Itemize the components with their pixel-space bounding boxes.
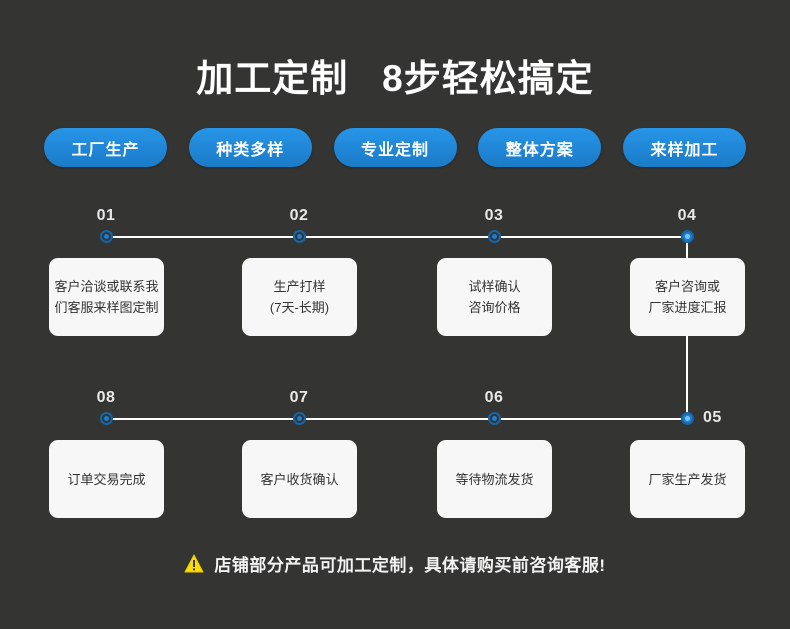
step-card-line-1: 客户收货确认	[260, 471, 339, 487]
pill-label: 来样加工	[650, 141, 719, 159]
pill-professional-customization[interactable]: 专业定制	[333, 128, 457, 167]
step-number: 02	[289, 207, 309, 224]
step-card[interactable]: 等待物流发货	[437, 440, 552, 518]
step-card-line-1: 等待物流发货	[455, 471, 534, 487]
pill-overall-solution[interactable]: 整体方案	[478, 128, 602, 167]
step-node-01[interactable]: 01 客户洽谈或联系我 们客服来样图定制	[26, 200, 186, 350]
step-dot-icon[interactable]	[293, 412, 306, 425]
step-number: 08	[96, 389, 116, 406]
step-card[interactable]: 厂家生产发货	[630, 440, 745, 518]
step-card-line-1: 客户咨询或	[654, 279, 720, 294]
step-number: 01	[96, 207, 116, 224]
step-node-04[interactable]: 04 客户咨询或 厂家进度汇报	[607, 200, 767, 350]
timeline-rail	[106, 418, 687, 420]
pill-label: 整体方案	[505, 141, 574, 159]
step-card-line-2: 咨询价格	[468, 300, 521, 315]
footer-note-text: 店铺部分产品可加工定制，具体请购买前咨询客服!	[214, 555, 606, 575]
warning-triangle-icon	[184, 554, 204, 572]
step-dot-icon[interactable]	[100, 230, 113, 243]
step-number: 04	[677, 207, 697, 224]
step-node-03[interactable]: 03 试样确认 咨询价格	[414, 200, 574, 350]
step-node-06[interactable]: 06 等待物流发货	[414, 382, 574, 532]
pill-sample-processing[interactable]: 来样加工	[623, 128, 746, 167]
timeline-row-1: 01 客户洽谈或联系我 们客服来样图定制 02 生产打样 (7天-长期) 03 …	[0, 200, 790, 350]
step-node-02[interactable]: 02 生产打样 (7天-长期)	[219, 200, 379, 350]
step-node-07[interactable]: 07 客户收货确认	[219, 382, 379, 532]
step-card-line-1: 试样确认	[468, 279, 521, 294]
footer-note: 店铺部分产品可加工定制，具体请购买前咨询客服!	[0, 548, 790, 578]
step-node-05[interactable]: 05 厂家生产发货	[607, 382, 767, 532]
pill-label: 专业定制	[360, 141, 429, 159]
page-title: 加工定制 8步轻松搞定	[196, 58, 594, 99]
step-dot-icon[interactable]	[681, 412, 694, 425]
step-card-line-2: 厂家进度汇报	[648, 300, 727, 315]
step-card[interactable]: 客户收货确认	[242, 440, 357, 518]
step-card-line-2: (7天-长期)	[269, 300, 330, 315]
step-number: 03	[484, 207, 504, 224]
step-dot-icon[interactable]	[681, 230, 694, 243]
step-dot-icon[interactable]	[488, 230, 501, 243]
step-card-line-1: 客户洽谈或联系我	[54, 279, 159, 294]
step-card[interactable]: 生产打样 (7天-长期)	[242, 258, 357, 336]
step-card-line-1: 生产打样	[273, 279, 326, 294]
step-dot-icon[interactable]	[100, 412, 113, 425]
step-card[interactable]: 试样确认 咨询价格	[437, 258, 552, 336]
pill-label: 种类多样	[216, 141, 285, 159]
step-card-line-1: 厂家生产发货	[648, 471, 727, 487]
pill-variety[interactable]: 种类多样	[188, 128, 312, 167]
step-node-08[interactable]: 08 订单交易完成	[26, 382, 186, 532]
step-dot-icon[interactable]	[488, 412, 501, 425]
step-number: 06	[484, 389, 504, 406]
step-card[interactable]: 客户咨询或 厂家进度汇报	[630, 258, 745, 336]
timeline-row-2: 08 订单交易完成 07 客户收货确认 06 等待物流发货 05 厂家生产发货	[0, 382, 790, 532]
pill-label: 工厂生产	[71, 141, 140, 159]
step-card[interactable]: 订单交易完成	[49, 440, 164, 518]
step-number: 07	[289, 389, 309, 406]
step-card-line-2: 们客服来样图定制	[54, 300, 159, 315]
step-card[interactable]: 客户洽谈或联系我 们客服来样图定制	[49, 258, 164, 336]
pill-factory-production[interactable]: 工厂生产	[44, 128, 167, 167]
step-number: 05	[703, 409, 722, 426]
step-card-line-1: 订单交易完成	[67, 471, 146, 487]
feature-pill-row: 工厂生产 种类多样 专业定制 整体方案 来样加工	[44, 128, 746, 167]
timeline-rail	[106, 236, 687, 238]
step-dot-icon[interactable]	[293, 230, 306, 243]
